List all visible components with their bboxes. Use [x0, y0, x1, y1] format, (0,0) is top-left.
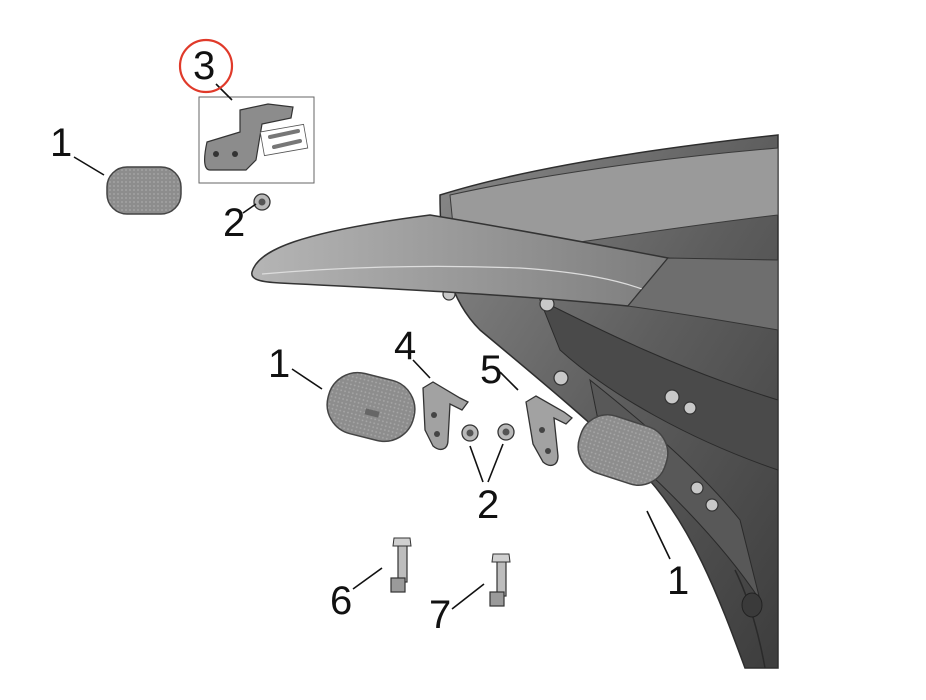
callout-1-right: 1	[667, 559, 689, 603]
bracket-4	[422, 381, 469, 451]
callout-1-top: 1	[50, 121, 72, 165]
callout-6: 6	[330, 579, 352, 623]
tail-wedge	[251, 214, 779, 331]
callout-2-middle: 2	[477, 483, 499, 527]
nut-middle-left	[461, 424, 479, 442]
bracket-5	[525, 395, 573, 467]
callout-3: 3	[193, 44, 215, 88]
nut-top	[253, 193, 271, 211]
callout-1-middle: 1	[268, 342, 290, 386]
callout-4: 4	[394, 324, 416, 368]
callout-7: 7	[429, 593, 451, 637]
bolt-7	[489, 553, 511, 607]
leader-lines	[73, 83, 671, 610]
callout-5: 5	[480, 348, 502, 392]
reflector-pad-top	[106, 166, 182, 215]
highlight-circle	[178, 38, 234, 94]
reflector-pad-right	[577, 414, 669, 486]
nut-middle-right	[497, 423, 515, 441]
callout-2-top: 2	[223, 201, 245, 245]
reflector-pad-middle	[326, 371, 416, 443]
rear-fender-body	[439, 134, 779, 669]
bolt-6	[390, 537, 412, 593]
part-3-inset	[198, 96, 315, 184]
